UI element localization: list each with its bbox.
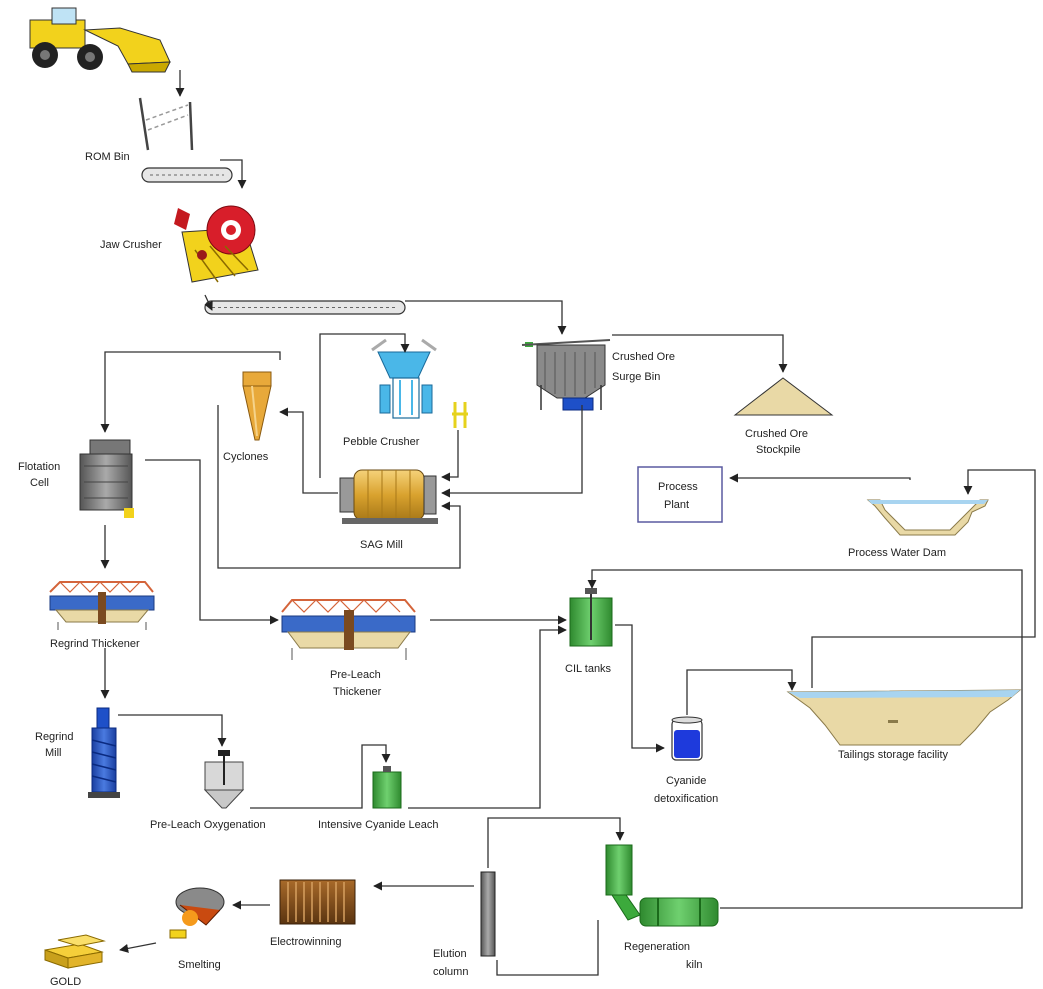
tailings-storage-facility-icon	[786, 689, 1022, 746]
wheel-loader-icon	[29, 7, 171, 73]
smelting-furnace-icon	[169, 887, 225, 939]
intensive-cyanide-leach-label: Intensive Cyanide Leach	[318, 819, 438, 831]
gold-label: GOLD	[50, 976, 81, 988]
electrowinning-icon	[279, 879, 356, 925]
tailings-storage-label: Tailings storage facility	[838, 749, 949, 761]
flotation-cell-label-2: Cell	[30, 477, 49, 489]
elution-column-icon	[480, 871, 496, 957]
flotation-cell-icon	[79, 439, 134, 518]
cyanide-detox-label-2: detoxification	[654, 793, 718, 805]
regeneration-kiln-icon	[605, 844, 719, 927]
stockpile-label-1: Crushed Ore	[745, 428, 808, 440]
pre-leach-thickener-label-1: Pre-Leach	[330, 669, 381, 681]
crushed-ore-stockpile-icon	[733, 377, 834, 416]
regeneration-kiln-label-1: Regeneration	[624, 941, 690, 953]
pebble-crusher-label: Pebble Crusher	[343, 436, 420, 448]
cil-tanks-label: CIL tanks	[565, 663, 612, 675]
sag-mill-label: SAG Mill	[360, 539, 403, 551]
main-conveyor-icon	[204, 300, 406, 315]
process-water-dam-icon	[866, 499, 989, 536]
stockpile-label-2: Stockpile	[756, 444, 801, 456]
cyclones-label: Cyclones	[223, 451, 269, 463]
smelting-label: Smelting	[178, 959, 221, 971]
process-plant-label-2: Plant	[664, 499, 689, 511]
process-plant-box	[637, 466, 723, 523]
electrowinning-label: Electrowinning	[270, 936, 342, 948]
pre-leach-thickener-label-2: Thickener	[333, 686, 382, 698]
cyanide-detox-icon	[671, 716, 703, 761]
surge-bin-icon	[521, 339, 611, 411]
process-plant-label-1: Process	[658, 481, 698, 493]
elution-column-label-1: Elution	[433, 948, 467, 960]
pre-leach-oxygenation-icon	[203, 750, 245, 809]
flow-arrows	[100, 70, 1036, 976]
pebble-crusher-icon	[371, 338, 468, 428]
regrind-mill-icon	[88, 707, 120, 798]
rom-bin-label: ROM Bin	[85, 151, 130, 163]
regrind-thickener-icon	[49, 581, 155, 630]
process-water-dam-label: Process Water Dam	[848, 547, 946, 559]
gold-bars-icon	[44, 934, 106, 969]
rom-conveyor-icon	[141, 167, 233, 183]
cyclones-icon	[242, 371, 272, 441]
cyanide-detox-label-1: Cyanide	[666, 775, 706, 787]
intensive-cyanide-leach-icon	[372, 766, 402, 809]
regeneration-kiln-label-2: kiln	[686, 959, 703, 971]
elution-column-label-2: column	[433, 966, 468, 978]
pre-leach-thickener-icon	[281, 599, 416, 660]
surge-bin-label-2: Surge Bin	[612, 371, 660, 383]
sag-mill-icon	[339, 469, 438, 524]
flotation-cell-label-1: Flotation	[18, 461, 60, 473]
regrind-thickener-label: Regrind Thickener	[50, 638, 140, 650]
regrind-mill-label-1: Regrind	[35, 731, 74, 743]
labels: ROM Bin Jaw Crusher Crushed Ore Surge Bi…	[18, 151, 949, 988]
jaw-crusher-icon	[174, 205, 259, 283]
rom-bin-icon	[138, 97, 194, 151]
surge-bin-label-1: Crushed Ore	[612, 351, 675, 363]
regrind-mill-label-2: Mill	[45, 747, 62, 759]
cil-tanks-icon	[569, 588, 613, 647]
pre-leach-oxygenation-label: Pre-Leach Oxygenation	[150, 819, 266, 831]
jaw-crusher-label: Jaw Crusher	[100, 239, 162, 251]
